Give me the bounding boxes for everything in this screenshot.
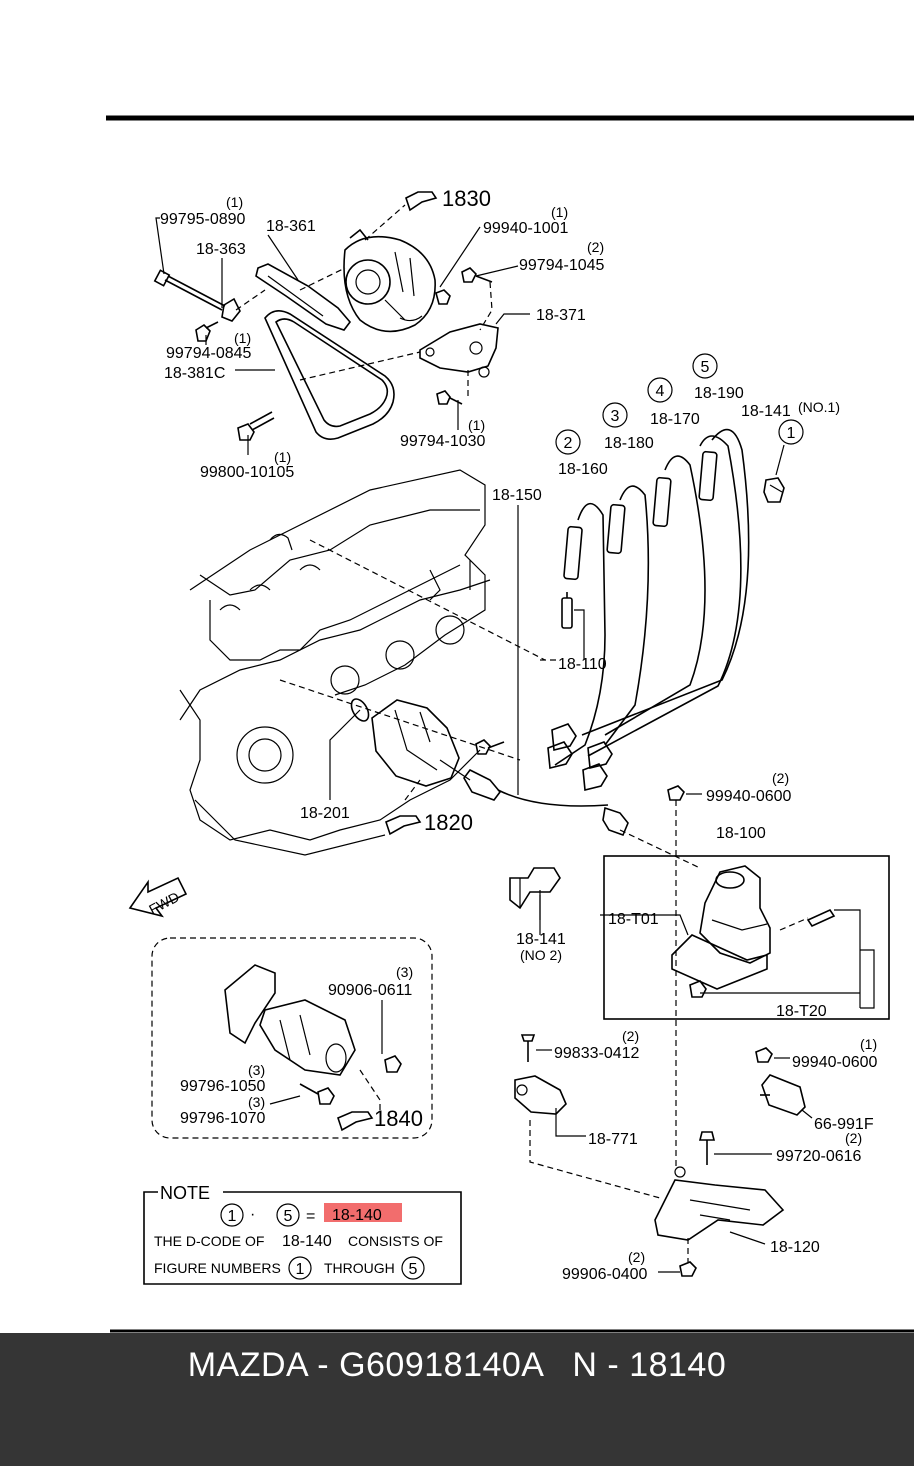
callout-1830: 1830 <box>405 186 491 212</box>
note-line2b: 18-140 <box>282 1233 332 1250</box>
part-label: 99794-1045 <box>519 257 605 274</box>
part-label: 99833-0412 <box>554 1045 640 1062</box>
qty-label: (1) <box>551 204 568 220</box>
callout-1820-text: 1820 <box>424 810 473 835</box>
part-label: 18-771 <box>588 1131 638 1148</box>
part-label: 99796-1070 <box>180 1110 266 1127</box>
starter-inset <box>151 937 433 1139</box>
part-label: 18-371 <box>536 307 586 324</box>
callout-1840-text: 1840 <box>374 1106 423 1131</box>
qty-label: (NO 2) <box>520 947 562 963</box>
part-label: 18-100 <box>716 825 766 842</box>
note-box: NOTE 1 · 5 = 18-140 THE D-CODE OF 18-140… <box>143 1183 462 1285</box>
part-label: 18-160 <box>558 461 608 478</box>
part-label: 18-180 <box>604 435 654 452</box>
part-label: 99796-1050 <box>180 1078 266 1095</box>
figure-number-3: 3 <box>611 408 620 425</box>
fwd-arrow <box>128 876 188 918</box>
note-from: 1 <box>228 1208 237 1225</box>
part-label: 18-120 <box>770 1239 820 1256</box>
qty-label: (1) <box>226 194 243 210</box>
part-label: 99720-0616 <box>776 1148 862 1165</box>
part-label: 99940-0600 <box>792 1054 878 1071</box>
qty-label: (2) <box>845 1130 862 1146</box>
ignition-coil-group <box>603 829 890 1020</box>
part-label: 99940-1001 <box>483 220 569 237</box>
qty-label: (1) <box>860 1036 877 1052</box>
clip-no2 <box>509 867 561 920</box>
qty-label: (2) <box>622 1028 639 1044</box>
part-label: 18-363 <box>196 241 246 258</box>
footer-bar <box>0 1333 914 1466</box>
qty-label: (NO.1) <box>798 399 840 415</box>
alternator-group <box>153 204 499 441</box>
part-label: 18-T01 <box>608 911 659 928</box>
part-label: 18-150 <box>492 487 542 504</box>
note-line3d: 5 <box>409 1261 418 1278</box>
part-label: 18-110 <box>558 656 607 673</box>
part-label: 99794-1030 <box>400 433 486 450</box>
qty-label: (1) <box>274 449 291 465</box>
highlight-box <box>324 1203 402 1222</box>
qty-label: (2) <box>587 239 604 255</box>
part-label: 99795-0890 <box>160 211 246 228</box>
part-label: 18-381C <box>164 365 225 382</box>
engine-block <box>179 469 546 856</box>
note-line2c: CONSISTS OF <box>348 1233 443 1249</box>
footer-part-number: MAZDA - G60918140A N - 18140 <box>187 1346 727 1384</box>
part-label: 18-141 <box>516 931 566 948</box>
spark-plug-wires <box>517 428 785 795</box>
qty-label: (3) <box>248 1062 265 1078</box>
qty-label: (1) <box>234 330 251 346</box>
note-equals: = <box>306 1208 315 1225</box>
note-line3c: THROUGH <box>324 1260 395 1276</box>
note-dot: · <box>250 1206 255 1223</box>
part-label: 99940-0600 <box>706 788 792 805</box>
part-label: 18-170 <box>650 411 700 428</box>
note-line3a: FIGURE NUMBERS <box>154 1260 281 1276</box>
qty-label: (3) <box>248 1094 265 1110</box>
figure-number-5: 5 <box>701 359 710 376</box>
part-label: 18-T20 <box>776 1003 827 1020</box>
figure-number-4: 4 <box>656 383 665 400</box>
part-label: 18-190 <box>694 385 744 402</box>
part-label: 18-361 <box>266 218 316 235</box>
note-to: 5 <box>284 1208 293 1225</box>
part-label: 99906-0400 <box>562 1266 648 1283</box>
part-label: 66-991F <box>814 1116 874 1133</box>
qty-label: (2) <box>772 770 789 786</box>
callout-1830-text: 1830 <box>442 186 491 211</box>
qty-label: (2) <box>628 1249 645 1265</box>
sensor-bracket-group <box>514 1034 813 1277</box>
leader-lines <box>155 217 785 936</box>
figure-number-1: 1 <box>787 425 796 442</box>
qty-label: (1) <box>468 417 485 433</box>
distributor <box>350 698 629 837</box>
part-label: 99800-10105 <box>200 464 294 481</box>
part-label: 18-201 <box>300 805 350 822</box>
figure-number-2: 2 <box>564 435 573 452</box>
part-label: 99794-0845 <box>166 345 252 362</box>
callout-1840: 1840 <box>337 1106 423 1132</box>
part-label: 18-141 <box>741 403 791 420</box>
note-line2a: THE D-CODE OF <box>154 1233 264 1249</box>
fwd-label: FWD <box>146 888 182 917</box>
qty-label: (3) <box>396 964 413 980</box>
note-line3b: 1 <box>296 1261 305 1278</box>
note-code: 18-140 <box>332 1207 382 1224</box>
callout-1820: 1820 <box>385 810 473 836</box>
part-label: 90906-0611 <box>328 982 412 999</box>
parts-diagram: 1830 1820 1840 (1) 99795-0890 18-361 18-… <box>106 115 914 1333</box>
note-title: NOTE <box>160 1183 210 1203</box>
